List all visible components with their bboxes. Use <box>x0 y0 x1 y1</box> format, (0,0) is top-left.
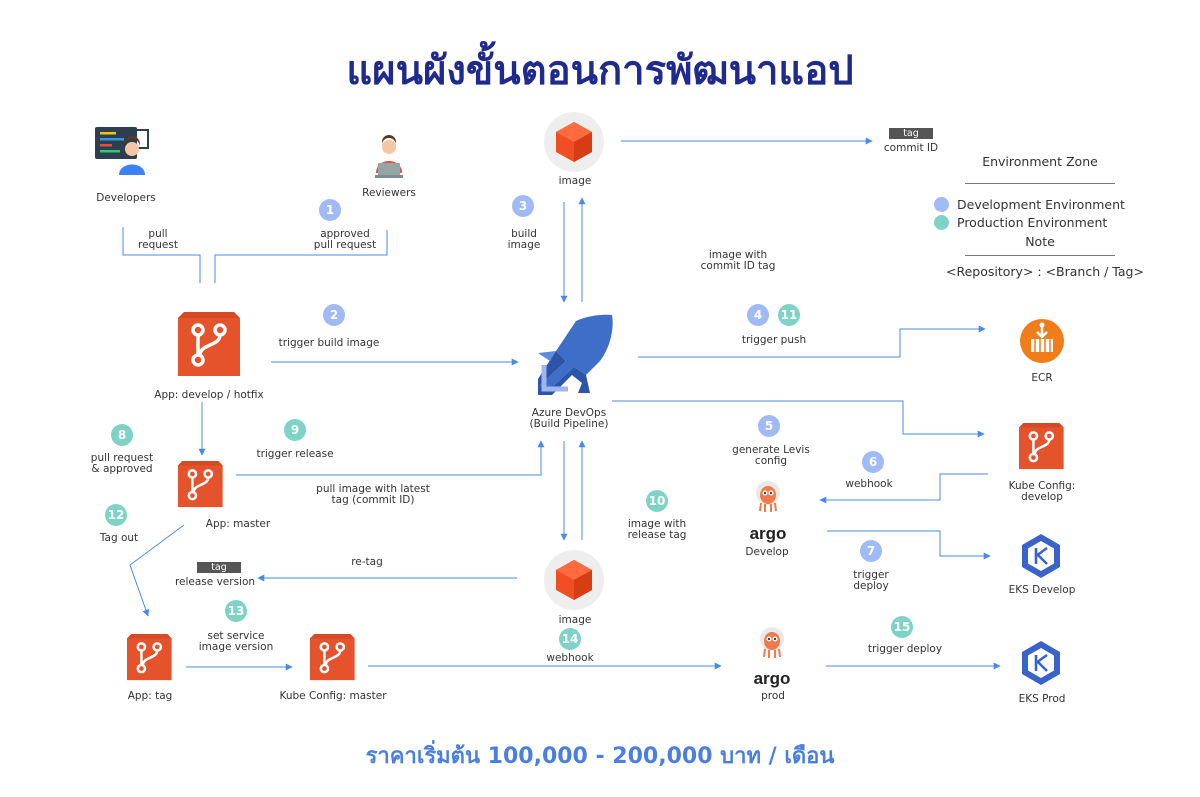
trigger-deploy-7-label-2: deploy <box>853 580 889 592</box>
step-badge-9: 9 <box>284 419 306 441</box>
trigger-build-label: trigger build image <box>278 337 380 349</box>
approved-label: approved <box>320 228 370 240</box>
price-footer: ราคาเริ่มต้น 100,000 - 200,000 บาท / เดื… <box>365 744 835 769</box>
argo-prod-label: prod <box>761 690 785 702</box>
set-service-label-2: image version <box>198 641 274 653</box>
step-badge-13: 13 <box>225 600 247 622</box>
legend-prod-label: Production Environment <box>957 215 1108 230</box>
app-tag-git-icon <box>125 632 173 682</box>
app-tag-label: App: tag <box>127 690 173 702</box>
step-badge-4: 4 <box>747 304 769 326</box>
build-image-label: build <box>511 228 537 240</box>
legend-prod-row: Production Environment <box>934 215 1107 231</box>
azure-devops-icon <box>538 314 613 395</box>
pull-request-label-2: request <box>138 239 178 251</box>
step-badge-6: 6 <box>862 451 884 473</box>
step-badge-10: 10 <box>646 490 668 512</box>
app-master-label: App: master <box>205 518 271 530</box>
generate-config-label: generate Levis <box>732 444 810 456</box>
commit-tag-badge: tag <box>889 128 933 139</box>
azure-devops-sublabel: (Build Pipeline) <box>529 418 609 430</box>
webhook-6-label: webhook <box>845 478 893 490</box>
step-badge-8: 8 <box>111 424 133 446</box>
legend-note: Note <box>1025 234 1055 249</box>
argo-develop-wordmark: argo <box>750 524 787 543</box>
reviewers-label: Reviewers <box>362 187 416 199</box>
kube-master-label: Kube Config: master <box>279 690 387 702</box>
step-badge-11: 11 <box>778 304 800 326</box>
developers-icon <box>95 127 149 175</box>
set-service-label: set service <box>207 630 265 642</box>
step-badge-5: 5 <box>758 415 780 437</box>
pr-approved-label: pull request <box>90 452 154 464</box>
image-bottom-icon <box>544 550 604 610</box>
kube-develop-sublabel: develop <box>1021 491 1063 503</box>
reviewers-icon <box>375 135 403 178</box>
image-top-label: image <box>558 175 592 187</box>
step-badge-2: 2 <box>323 304 345 326</box>
step-badge-12: 12 <box>105 504 127 526</box>
argo-develop-label: Develop <box>745 546 789 558</box>
image-commit-label-2: commit ID tag <box>700 260 776 272</box>
image-top-icon <box>544 112 604 172</box>
trigger-deploy-7-label: trigger <box>853 569 889 581</box>
page-title: แผนผังขั้นตอนการพัฒนาแอป <box>346 48 854 94</box>
pull-latest-label: pull image with latest <box>316 483 430 495</box>
legend-dev-label: Development Environment <box>957 197 1125 212</box>
image-release-label-2: release tag <box>627 529 687 541</box>
pull-request-label: pull <box>148 228 168 240</box>
image-bottom-label: image <box>558 614 592 626</box>
kube-develop-label: Kube Config: <box>1008 480 1076 492</box>
build-image-label-2: image <box>507 239 541 251</box>
trigger-deploy-15-label: trigger deploy <box>867 643 943 655</box>
pull-latest-label-2: tag (commit ID) <box>331 494 415 506</box>
ecr-icon <box>1020 319 1064 363</box>
release-version-label: release version <box>174 576 256 588</box>
legend-dev-swatch <box>934 197 949 212</box>
argo-prod-wordmark: argo <box>754 669 791 688</box>
azure-devops-label: Azure DevOps <box>531 407 607 419</box>
legend-prod-swatch <box>934 215 949 230</box>
connectors <box>122 137 1001 671</box>
legend-divider <box>965 183 1115 184</box>
eks-develop-label: EKS Develop <box>1008 584 1076 596</box>
step-badge-7: 7 <box>860 540 882 562</box>
app-master-git-icon <box>176 459 224 509</box>
step-badge-14: 14 <box>559 628 581 650</box>
step-badge-3: 3 <box>512 195 534 217</box>
legend-format: <Repository> : <Branch / Tag> <box>946 264 1144 279</box>
trigger-release-label: trigger release <box>256 448 334 460</box>
kube-master-git-icon <box>308 632 356 682</box>
image-commit-label: image with <box>708 249 768 261</box>
argo-develop-icon <box>755 480 781 513</box>
retag-label: re-tag <box>351 556 383 568</box>
legend-divider-2 <box>965 255 1115 256</box>
release-tag-badge: tag <box>197 562 241 573</box>
argo-prod-icon <box>759 626 785 659</box>
step-badge-15: 15 <box>891 616 913 638</box>
legend-dev-row: Development Environment <box>934 197 1125 213</box>
pr-approved-label-2: & approved <box>91 463 153 475</box>
app-develop-label: App: develop / hotfix <box>154 389 264 401</box>
eks-develop-icon <box>1020 532 1062 580</box>
commit-id-label: commit ID <box>883 142 939 154</box>
kube-develop-git-icon <box>1017 421 1065 471</box>
app-develop-git-icon <box>176 310 242 378</box>
trigger-push-label: trigger push <box>741 334 807 346</box>
eks-prod-label: EKS Prod <box>1018 693 1066 705</box>
tag-out-label: Tag out <box>99 532 139 544</box>
generate-config-label-2: config <box>754 455 788 467</box>
approved-label-2: pull request <box>313 239 377 251</box>
legend-title: Environment Zone <box>982 154 1098 169</box>
image-release-label: image with <box>627 518 687 530</box>
ecr-label: ECR <box>1031 372 1053 384</box>
eks-prod-icon <box>1020 639 1062 687</box>
webhook-14-label: webhook <box>546 652 594 664</box>
developers-label: Developers <box>96 192 156 204</box>
step-badge-1: 1 <box>319 199 341 221</box>
